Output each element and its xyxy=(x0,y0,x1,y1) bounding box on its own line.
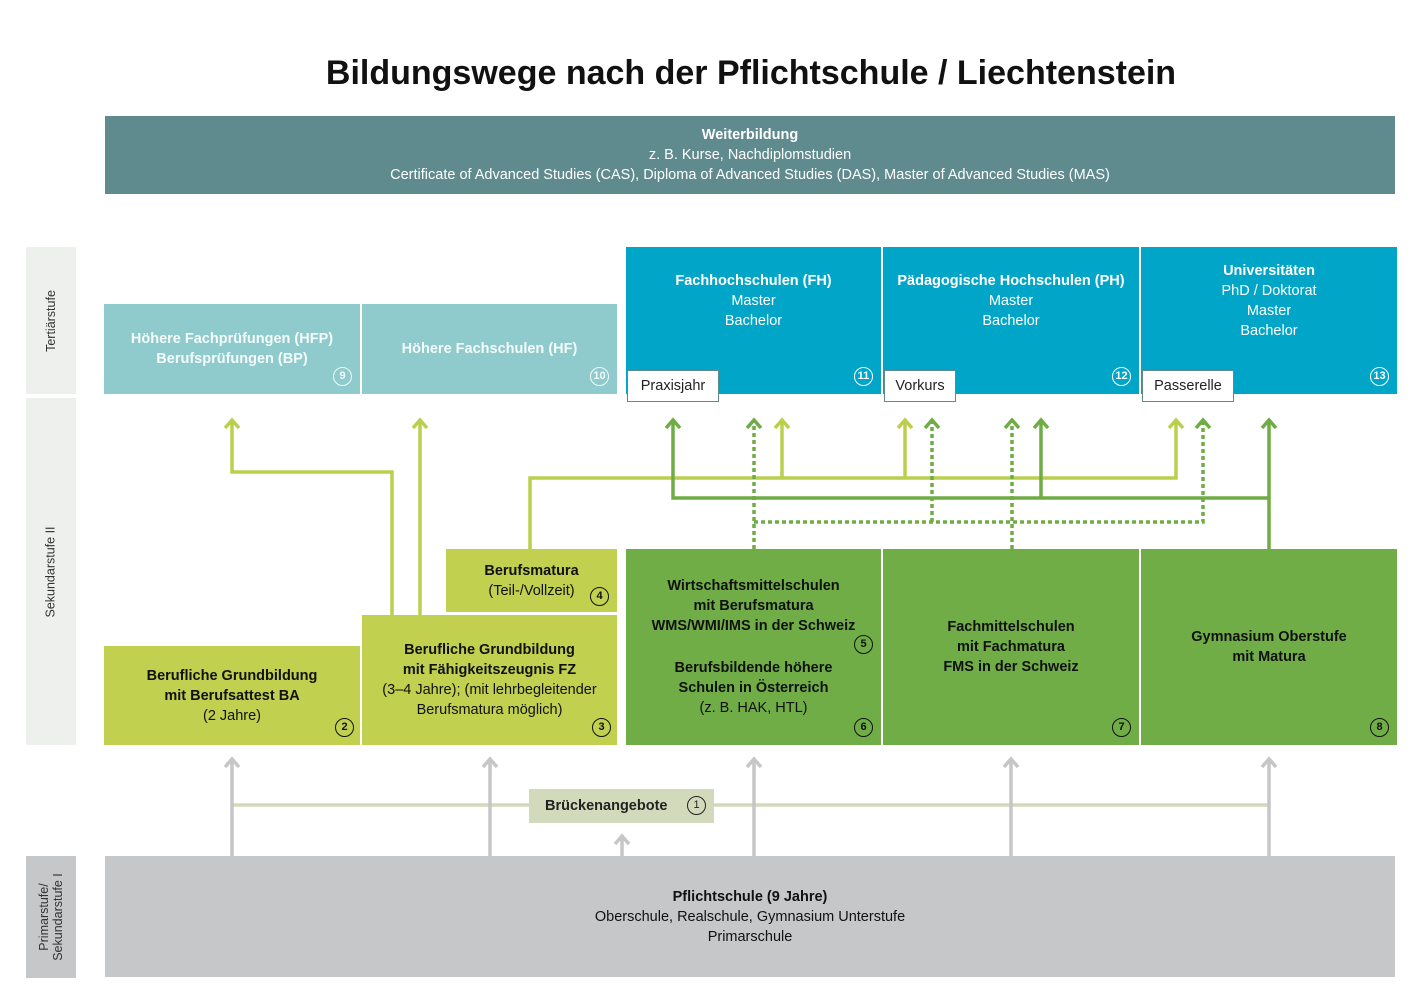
box-line: Höhere Fachschulen (HF) xyxy=(401,341,578,357)
number-badge: 5 xyxy=(854,635,873,654)
box-line: Pflichtschule (9 Jahre) xyxy=(672,888,828,905)
box-line: Bachelor xyxy=(1240,322,1298,339)
weiterbildung-line1: z. B. Kurse, Nachdiplomstudien xyxy=(648,147,852,163)
page-title: Bildungswege nach der Pflichtschule / Li… xyxy=(325,54,1177,92)
tag-praxisjahr: Praxisjahr xyxy=(627,370,719,402)
box-line: Fachhochschulen (FH) xyxy=(675,272,832,289)
number-badge: 4 xyxy=(590,587,609,606)
box-hfp: Höhere Fachprüfungen (HFP) Berufsprüfunge… xyxy=(104,304,360,394)
level-tertiary: Tertiärstufe xyxy=(26,247,76,394)
box-line: Berufsprüfungen (BP) xyxy=(156,351,308,367)
box-line: mit Matura xyxy=(1232,649,1306,665)
box-line: mit Fähigkeitszeugnis FZ xyxy=(402,662,577,678)
tag-vorkurs: Vorkurs xyxy=(884,370,956,402)
dotted-arrowheads xyxy=(745,417,1212,430)
box-hf: Höhere Fachschulen (HF) 10 xyxy=(362,304,617,394)
box-line: Fachmittelschulen xyxy=(947,619,1075,635)
box-line: (Teil-/Vollzeit) xyxy=(488,582,575,599)
box-line: (2 Jahre) xyxy=(202,707,262,724)
number-badge: 3 xyxy=(592,718,611,737)
box-line: Höhere Fachprüfungen (HFP) xyxy=(130,331,334,347)
box-line: mit Berufsmatura xyxy=(693,598,814,614)
box-berufliche-ba: Berufliche Grundbildung mit Berufsattest … xyxy=(104,646,360,745)
box-brueckenangebote: Brückenangebote 1 xyxy=(529,789,714,823)
box-line: Bachelor xyxy=(724,312,783,329)
tag-passerelle: Passerelle xyxy=(1142,370,1234,402)
box-line: FMS in der Schweiz xyxy=(943,659,1079,675)
box-gymnasium: Gymnasium Oberstufe mit Matura 8 xyxy=(1141,549,1397,745)
green-connectors xyxy=(664,417,1278,549)
box-line: Pädagogische Hochschulen (PH) xyxy=(897,272,1125,289)
box-line: Schulen in Österreich xyxy=(678,680,829,696)
box-berufliche-fz: Berufliche Grundbildung mit Fähigkeitszeu… xyxy=(362,615,617,745)
box-berufsmatura: Berufsmatura (Teil-/Vollzeit) 4 xyxy=(446,549,617,612)
number-badge: 13 xyxy=(1370,367,1389,386)
gray-connectors xyxy=(223,756,1278,856)
box-line: Berufsmatura xyxy=(484,562,579,579)
number-badge: 6 xyxy=(854,718,873,737)
level-secondary-2: Sekundarstufe II xyxy=(26,398,76,745)
box-pflichtschule: Pflichtschule (9 Jahre) Oberschule, Reals… xyxy=(105,856,1395,977)
box-line: Master xyxy=(731,292,776,309)
box-line: Berufsmatura möglich) xyxy=(416,702,563,718)
number-badge: 2 xyxy=(335,718,354,737)
dotted-connectors xyxy=(752,422,1205,549)
box-line: mit Berufsattest BA xyxy=(164,687,300,704)
box-line: Berufliche Grundbildung xyxy=(146,667,318,684)
box-line: Bachelor xyxy=(982,312,1040,329)
number-badge: 12 xyxy=(1112,367,1131,386)
box-line: PhD / Doktorat xyxy=(1221,282,1317,299)
level-primary: Primarstufe/Sekundarstufe I xyxy=(26,856,76,978)
box-line: Oberschule, Realschule, Gymnasium Unters… xyxy=(594,908,906,925)
number-badge: 10 xyxy=(590,367,609,386)
number-badge: 7 xyxy=(1112,718,1131,737)
box-line: WMS/WMI/IMS in der Schweiz xyxy=(651,618,856,634)
box-line: Berufliche Grundbildung xyxy=(404,642,575,658)
box-wms: Wirtschaftsmittelschulen mit Berufsmatura… xyxy=(626,549,881,745)
box-line: mit Fachmatura xyxy=(957,639,1065,655)
weiterbildung-box: Weiterbildung z. B. Kurse, Nachdiplomstu… xyxy=(105,116,1395,194)
box-line: Wirtschaftsmittelschulen xyxy=(667,578,840,594)
box-line: Universitäten xyxy=(1223,262,1315,279)
box-line: Master xyxy=(988,292,1034,309)
box-line: (z. B. HAK, HTL) xyxy=(699,700,808,716)
box-line: Master xyxy=(1246,302,1292,319)
box-line: Brückenangebote xyxy=(545,798,668,814)
box-line: Gymnasium Oberstufe xyxy=(1191,629,1347,645)
lime-connectors xyxy=(223,417,1185,615)
box-line: Berufsbildende höhere xyxy=(674,660,833,676)
number-badge: 11 xyxy=(854,367,873,386)
weiterbildung-title: Weiterbildung xyxy=(701,127,799,143)
weiterbildung-line2: Certificate of Advanced Studies (CAS), D… xyxy=(390,167,1110,183)
box-line: (3–4 Jahre); (mit lehrbegleitender xyxy=(382,682,597,698)
number-badge: 1 xyxy=(687,796,706,815)
box-line: Primarschule xyxy=(707,928,793,945)
number-badge: 8 xyxy=(1370,718,1389,737)
number-badge: 9 xyxy=(333,367,352,386)
